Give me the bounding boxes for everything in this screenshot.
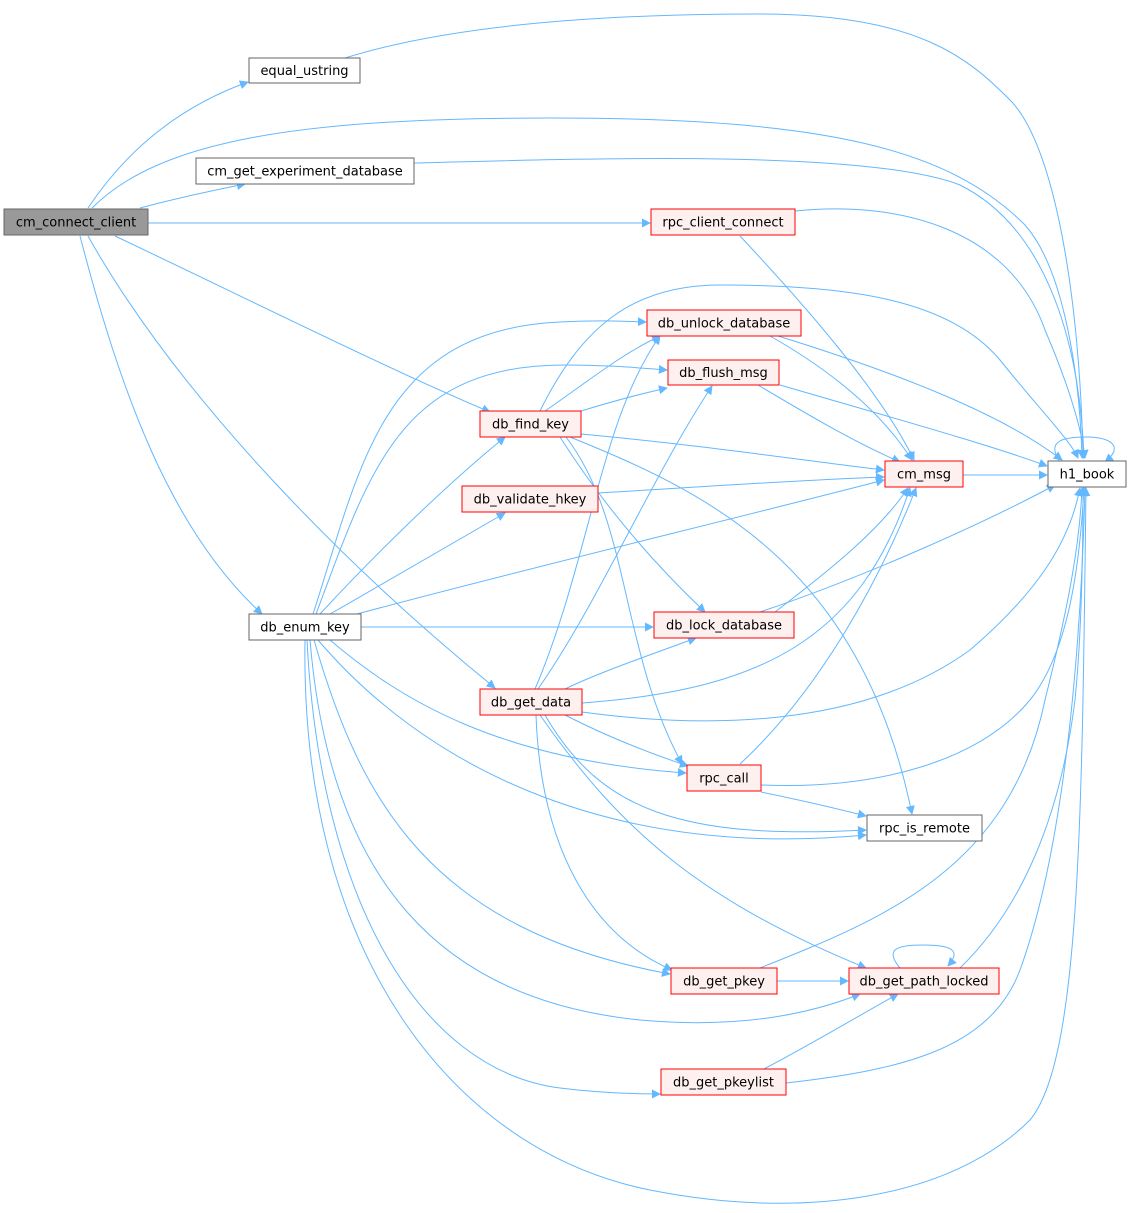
node-db_flush_msg[interactable]: db_flush_msg	[667, 359, 780, 386]
edge-db_find_key-cm_msg	[580, 433, 885, 474]
edge-db_get_data-db_flush_msg	[537, 385, 713, 690]
node-cm_connect_client[interactable]: cm_connect_client	[3, 208, 149, 236]
node-rpc_is_remote[interactable]: rpc_is_remote	[866, 814, 983, 842]
edge-db_find_key-rpc_call	[565, 436, 683, 765]
edge-db_unlock_database-h1_book	[777, 335, 1063, 461]
edge-cm_get_experiment_database-h1_book	[413, 158, 1089, 459]
node-equal_ustring[interactable]: equal_ustring	[248, 57, 361, 84]
node-db_lock_database[interactable]: db_lock_database	[653, 611, 795, 639]
edge-db_enum_key-cm_msg	[356, 477, 885, 615]
edge-db_enum_key-rpc_call	[329, 639, 687, 777]
edge-db_get_data-rpc_call	[564, 714, 689, 768]
svg-text:db_get_data: db_get_data	[491, 696, 571, 711]
edge-rpc_call-cm_msg	[739, 487, 918, 765]
edge-cm_connect_client-db_get_data	[87, 235, 496, 689]
edge-db_find_key-rpc_is_remote	[569, 436, 915, 815]
edge-db_enum_key-db_get_pkey	[313, 639, 671, 977]
svg-text:db_find_key: db_find_key	[492, 418, 569, 433]
edge-db_enum_key-db_find_key	[319, 436, 506, 615]
svg-text:db_unlock_database: db_unlock_database	[658, 317, 791, 332]
node-db_get_pkeylist[interactable]: db_get_pkeylist	[660, 1068, 787, 1096]
edge-db_flush_msg-h1_book	[779, 384, 1048, 468]
edge-db_enum_key-db_get_path_locked	[309, 639, 861, 1024]
node-h1_book[interactable]: h1_book	[1047, 460, 1127, 488]
edge-db_find_key-db_flush_msg	[577, 385, 668, 413]
svg-text:rpc_is_remote: rpc_is_remote	[879, 822, 970, 837]
svg-text:db_get_pkey: db_get_pkey	[683, 975, 765, 990]
node-cm_get_experiment_database[interactable]: cm_get_experiment_database	[195, 157, 415, 185]
edge-db_flush_msg-cm_msg	[757, 384, 901, 463]
svg-text:db_get_pkeylist: db_get_pkeylist	[673, 1076, 774, 1091]
edge-db_get_data-h1_book	[581, 487, 1083, 722]
node-db_unlock_database[interactable]: db_unlock_database	[646, 309, 802, 337]
edge-db_get_pkeylist-h1_book	[785, 487, 1090, 1084]
edge-db_get_data-db_lock_database	[564, 636, 697, 690]
edge-db_enum_key-db_flush_msg	[315, 364, 668, 615]
edge-db_enum_key-db_validate_hkey	[329, 512, 506, 615]
svg-text:rpc_call: rpc_call	[699, 772, 749, 787]
edge-rpc_client_connect-h1_book	[794, 208, 1089, 459]
node-db_get_pkey[interactable]: db_get_pkey	[670, 967, 778, 995]
edges	[79, 13, 1115, 1204]
edge-cm_connect_client-equal_ustring	[87, 80, 249, 209]
node-rpc_client_connect[interactable]: rpc_client_connect	[650, 208, 796, 236]
svg-text:equal_ustring: equal_ustring	[260, 64, 348, 79]
svg-text:db_validate_hkey: db_validate_hkey	[474, 493, 587, 508]
edge-db_lock_database-h1_book	[759, 484, 1056, 613]
node-rpc_call[interactable]: rpc_call	[686, 764, 762, 792]
svg-text:db_flush_msg: db_flush_msg	[679, 366, 768, 381]
edge-db_get_path_locked-h1_book	[959, 487, 1088, 969]
node-db_enum_key[interactable]: db_enum_key	[248, 613, 362, 641]
edge-db_get_pkey-h1_book	[759, 487, 1087, 969]
edge-db_get_path_locked-self	[892, 944, 957, 969]
edge-db_enum_key-rpc_is_remote	[317, 639, 867, 841]
edge-db_lock_database-cm_msg	[774, 487, 909, 613]
edge-db_enum_key-db_unlock_database	[312, 317, 647, 615]
edge-db_find_key-h1_book	[539, 284, 1079, 459]
edge-db_get_data-db_get_path_locked	[539, 714, 867, 970]
node-db_find_key[interactable]: db_find_key	[479, 410, 582, 438]
node-db_get_data[interactable]: db_get_data	[479, 688, 583, 716]
edge-rpc_call-h1_book	[760, 487, 1089, 787]
edge-h1_book-self	[1054, 436, 1115, 463]
edge-db_find_key-db_unlock_database	[544, 335, 661, 412]
edge-db_get_data-db_get_pkey	[535, 714, 673, 971]
nodes: cm_connect_client equal_ustring cm_get_e…	[3, 57, 1127, 1096]
edge-db_enum_key-h1_book	[304, 487, 1091, 1204]
svg-text:cm_connect_client: cm_connect_client	[16, 216, 136, 231]
node-cm_msg[interactable]: cm_msg	[884, 460, 964, 488]
edge-cm_connect_client-h1_book	[91, 117, 1087, 459]
edge-db_validate_hkey-cm_msg	[597, 472, 885, 494]
svg-text:db_enum_key: db_enum_key	[260, 621, 350, 636]
node-db_validate_hkey[interactable]: db_validate_hkey	[461, 485, 599, 513]
edge-db_get_pkeylist-db_get_path_locked	[761, 993, 899, 1071]
svg-text:rpc_client_connect: rpc_client_connect	[662, 216, 783, 231]
edge-db_get_data-rpc_is_remote	[544, 714, 867, 835]
svg-text:cm_get_experiment_database: cm_get_experiment_database	[207, 165, 403, 180]
svg-text:db_get_path_locked: db_get_path_locked	[860, 975, 989, 990]
svg-text:cm_msg: cm_msg	[897, 468, 951, 483]
edge-db_unlock_database-cm_msg	[769, 335, 913, 461]
edge-cm_connect_client-cm_get_experiment_database	[139, 181, 246, 209]
svg-text:h1_book: h1_book	[1060, 468, 1115, 483]
edge-rpc_client_connect-cm_msg	[739, 235, 915, 461]
svg-text:db_lock_database: db_lock_database	[666, 619, 782, 634]
edge-cm_connect_client-db_enum_key	[79, 235, 263, 615]
edge-db_find_key-db_lock_database	[559, 436, 706, 613]
edge-rpc_call-rpc_is_remote	[760, 791, 867, 819]
node-db_get_path_locked[interactable]: db_get_path_locked	[848, 967, 1000, 995]
edge-db_enum_key-db_get_pkeylist	[306, 639, 661, 1099]
edge-equal_ustring-h1_book	[344, 13, 1088, 459]
edge-cm_connect_client-db_find_key	[114, 235, 491, 414]
edge-db_get_data-cm_msg	[581, 487, 912, 704]
